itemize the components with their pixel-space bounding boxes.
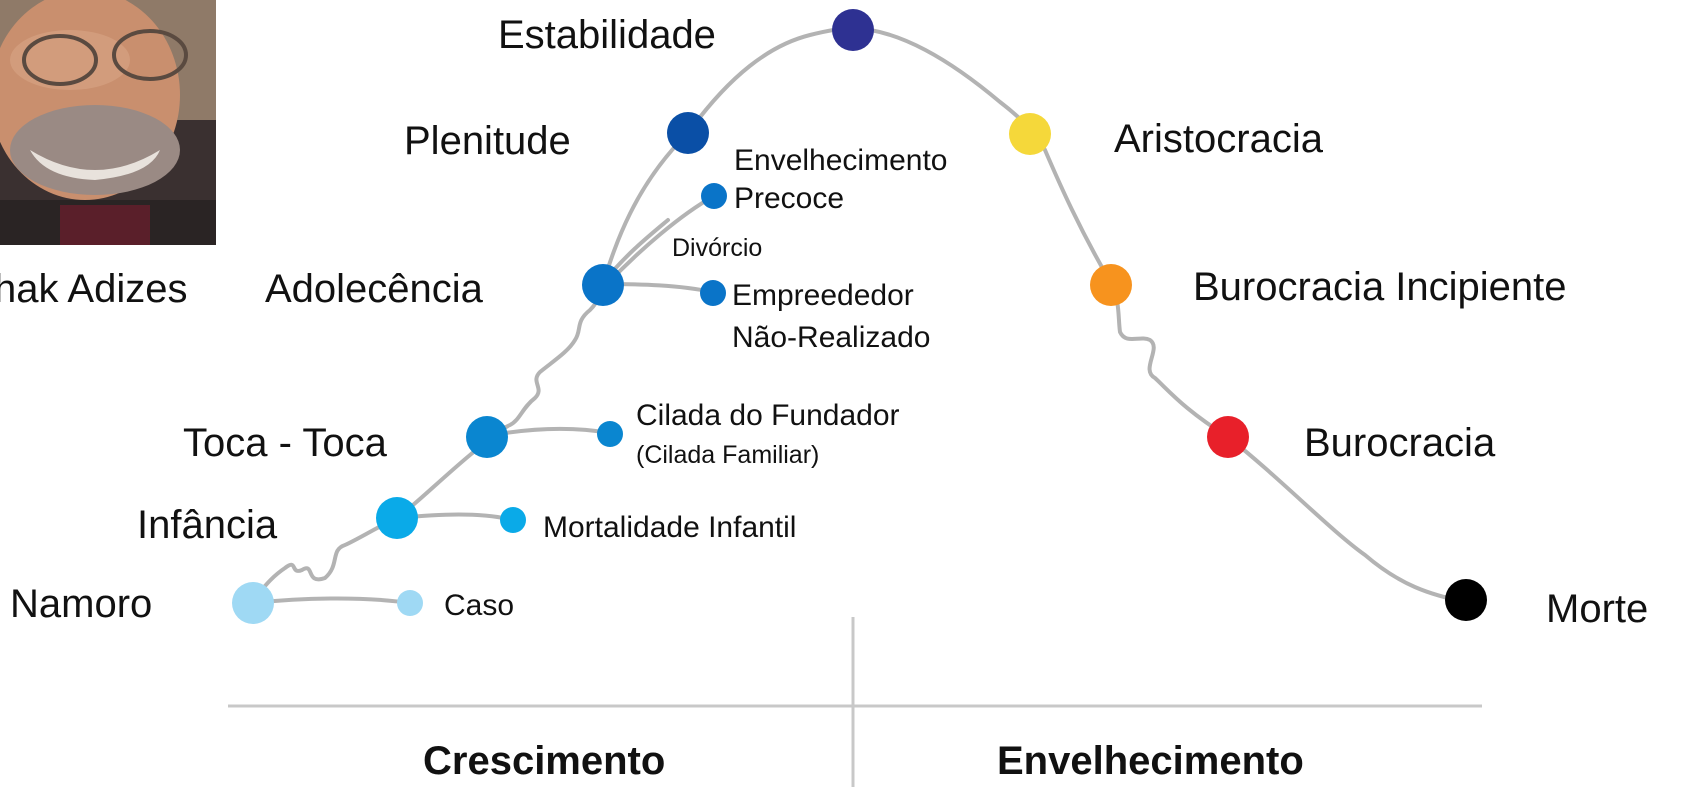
- dot-caso: [397, 590, 423, 616]
- phase-growth-label: Crescimento: [423, 739, 665, 783]
- label-precoce-line2: Precoce: [734, 182, 844, 215]
- dot-aristocracia: [1009, 113, 1051, 155]
- label-plenitude: Plenitude: [404, 119, 571, 163]
- label-toca-toca: Toca - Toca: [183, 421, 388, 465]
- label-namoro: Namoro: [10, 582, 152, 626]
- label-divorcio: Divórcio: [672, 234, 762, 262]
- label-caso: Caso: [444, 589, 514, 622]
- branch-caso: [251, 596, 412, 605]
- label-adolecencia: Adolecência: [265, 267, 484, 311]
- dot-plenitude: [667, 112, 709, 154]
- dot-burocracia: [1207, 416, 1249, 458]
- label-mortalidade: Mortalidade Infantil: [543, 511, 796, 544]
- portrait-caption: hak Adizes: [0, 267, 187, 311]
- label-cilada-line2: (Cilada Familiar): [636, 441, 819, 469]
- label-precoce-line1: Envelhecimento: [734, 144, 947, 177]
- label-morte: Morte: [1546, 587, 1648, 631]
- portrait-image: [0, 0, 232, 262]
- label-cilada-line1: Cilada do Fundador: [636, 399, 900, 432]
- label-empreendedor-line2: Não-Realizado: [732, 321, 930, 354]
- dot-estabilidade: [832, 9, 874, 51]
- label-aristocracia: Aristocracia: [1114, 117, 1324, 161]
- dot-mortalidade: [500, 507, 526, 533]
- label-empreendedor-line1: Empreededor: [732, 279, 914, 312]
- label-burocracia: Burocracia: [1304, 421, 1496, 465]
- dot-adolecencia: [582, 264, 624, 306]
- phase-aging-label: Envelhecimento: [997, 739, 1304, 783]
- label-estabilidade: Estabilidade: [498, 13, 716, 57]
- label-infancia: Infância: [137, 503, 278, 547]
- dot-namoro: [232, 582, 274, 624]
- dot-infancia: [376, 497, 418, 539]
- label-burocracia-incipiente: Burocracia Incipiente: [1193, 265, 1567, 309]
- dot-toca-toca: [466, 416, 508, 458]
- portrait-photo: [0, 0, 232, 262]
- dot-burocracia-incipiente: [1090, 264, 1132, 306]
- dot-cilada: [597, 421, 623, 447]
- dot-precoce: [701, 183, 727, 209]
- dot-empreendedor: [700, 280, 726, 306]
- dot-morte: [1445, 579, 1487, 621]
